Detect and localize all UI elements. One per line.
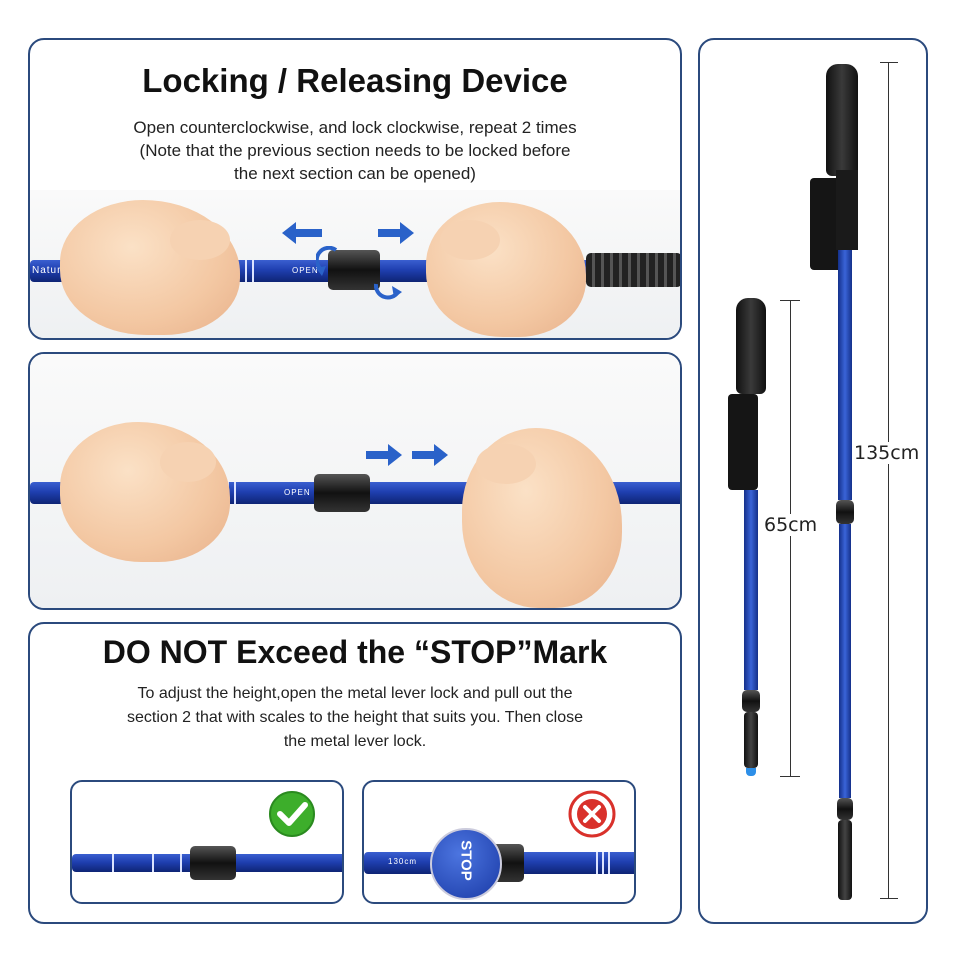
long-pole-shaft bbox=[838, 250, 852, 500]
stop-title: DO NOT Exceed the “STOP”Mark bbox=[102, 634, 608, 670]
locking-line-1: Open counterclockwise, and lock clockwis… bbox=[133, 118, 577, 137]
short-pole-shaft bbox=[744, 490, 758, 690]
short-dimension-cap bbox=[780, 300, 800, 301]
cross-icon bbox=[568, 790, 616, 838]
long-pole-lock bbox=[837, 798, 853, 820]
pole-stripe bbox=[245, 260, 247, 282]
locking-description: Open counterclockwise, and lock clockwis… bbox=[30, 116, 680, 185]
correct-example bbox=[70, 780, 344, 904]
long-pole-shaft-2 bbox=[839, 524, 851, 798]
pole-stripe bbox=[596, 852, 598, 874]
pole-stripe bbox=[252, 260, 254, 282]
check-icon bbox=[269, 791, 315, 837]
long-dimension-label: 135cm bbox=[854, 442, 920, 464]
stop-label: STOP bbox=[457, 840, 475, 881]
pole-scale-text: 130cm bbox=[388, 857, 418, 866]
stop-line-2: section 2 that with scales to the height… bbox=[127, 709, 583, 726]
open-label: OPEN bbox=[292, 266, 319, 275]
locking-photo: Naturehike OPEN bbox=[30, 190, 680, 338]
short-dimension-cap bbox=[780, 776, 800, 777]
long-pole-tip bbox=[838, 820, 852, 900]
rotate-arrow-icon bbox=[316, 246, 338, 276]
long-dimension-cap bbox=[880, 898, 898, 899]
pole-stripe bbox=[234, 482, 236, 504]
dimensions-panel: 135cm 65cm bbox=[698, 38, 928, 924]
right-hand-knuckle bbox=[476, 444, 536, 484]
stop-panel: DO NOT Exceed the “STOP”Mark To adjust t… bbox=[28, 622, 682, 924]
twist-lock bbox=[190, 846, 236, 880]
stop-line-3: the metal lever lock. bbox=[283, 733, 427, 750]
locking-title: Locking / Releasing Device bbox=[142, 62, 568, 99]
short-pole-handle bbox=[736, 298, 766, 394]
short-pole-strap bbox=[728, 394, 758, 490]
short-pole-tip bbox=[744, 712, 758, 768]
pole-stripe bbox=[608, 852, 610, 874]
left-hand-knuckle bbox=[170, 220, 230, 260]
rotate-arrow-icon bbox=[374, 283, 402, 300]
short-pole bbox=[720, 296, 780, 786]
right-hand-knuckle bbox=[440, 220, 500, 260]
locking-panel: Locking / Releasing Device Open counterc… bbox=[28, 38, 682, 340]
arrow-left-icon bbox=[282, 222, 322, 244]
open-label: OPEN bbox=[284, 488, 311, 497]
left-hand-knuckle bbox=[160, 442, 216, 482]
stop-magnifier bbox=[430, 828, 502, 900]
stop-description: To adjust the height,open the metal leve… bbox=[30, 682, 680, 754]
pole-stripe bbox=[602, 852, 604, 874]
wrong-example: 130cm STOP bbox=[362, 780, 636, 904]
long-pole-lock bbox=[836, 500, 854, 524]
short-dimension-label: 65cm bbox=[764, 514, 818, 536]
locking-line-2: (Note that the previous section needs to… bbox=[139, 141, 571, 160]
short-dimension-line bbox=[790, 300, 791, 776]
long-dimension-line bbox=[888, 62, 889, 898]
pole-scale-mark bbox=[152, 854, 154, 872]
arrow-right-icon bbox=[366, 444, 402, 466]
pole-scale-mark bbox=[180, 854, 182, 872]
short-pole-tip-blue bbox=[746, 768, 756, 776]
extend-panel: OPEN bbox=[28, 352, 682, 610]
left-hand bbox=[60, 200, 240, 335]
twist-lock bbox=[328, 250, 380, 290]
arrow-right-icon bbox=[378, 222, 414, 244]
arrow-right-icon bbox=[412, 444, 448, 466]
long-dimension-cap bbox=[880, 62, 898, 63]
stop-line-1: To adjust the height,open the metal leve… bbox=[137, 685, 573, 702]
short-pole-lock bbox=[742, 690, 760, 712]
twist-lock bbox=[314, 474, 370, 512]
locking-line-3: the next section can be opened) bbox=[234, 164, 476, 183]
extend-photo: OPEN bbox=[30, 354, 680, 608]
left-hand bbox=[60, 422, 230, 562]
right-hand bbox=[426, 202, 586, 337]
long-pole-foam bbox=[836, 170, 858, 250]
pole-grip-thread bbox=[586, 253, 680, 287]
long-pole-handle bbox=[826, 64, 858, 176]
pole-scale-mark bbox=[112, 854, 114, 872]
long-pole bbox=[810, 60, 870, 910]
